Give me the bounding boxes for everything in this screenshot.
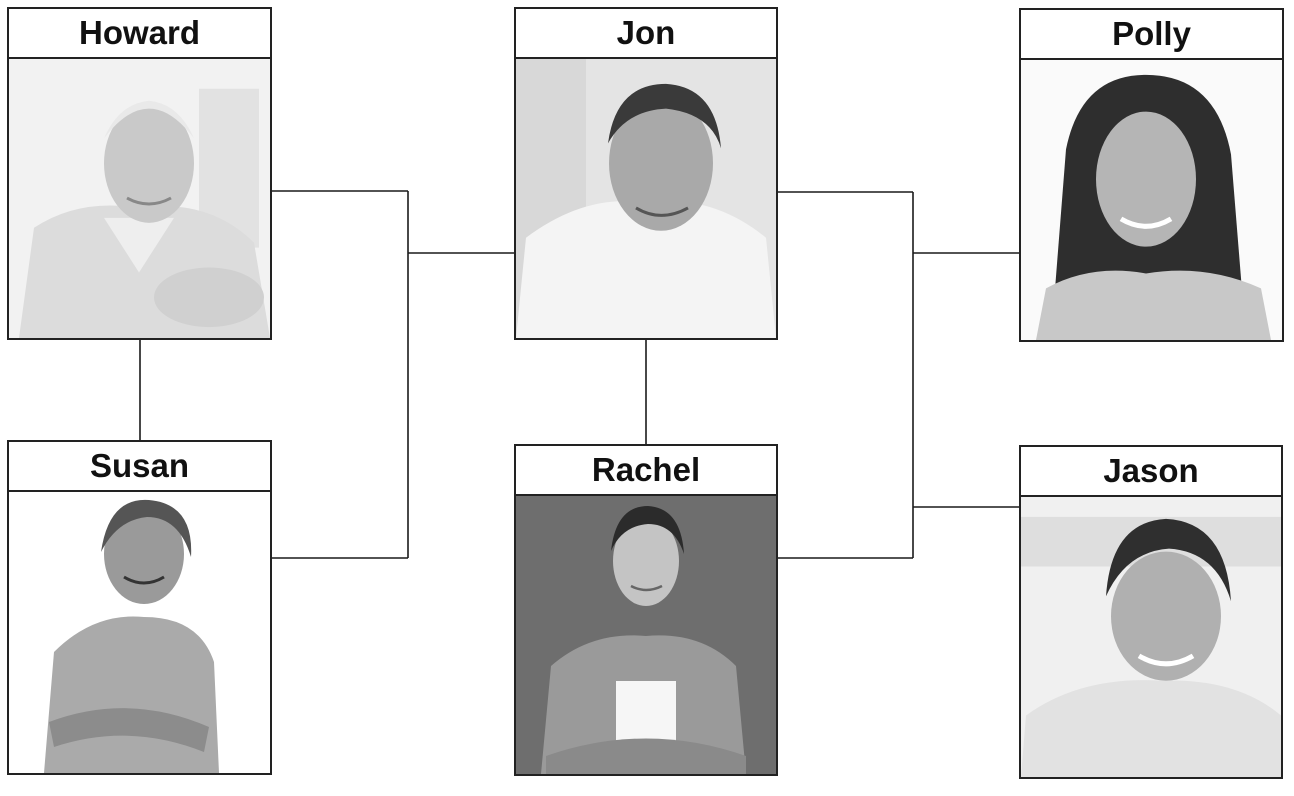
person-name: Jason: [1021, 447, 1281, 497]
person-card-jason: Jason: [1019, 445, 1283, 779]
person-name: Howard: [9, 9, 270, 59]
person-name: Jon: [516, 9, 776, 59]
person-photo: [516, 496, 776, 774]
person-name: Susan: [9, 442, 270, 492]
person-card-rachel: Rachel: [514, 444, 778, 776]
person-photo: [1021, 497, 1281, 777]
person-photo: [9, 492, 270, 773]
person-card-jon: Jon: [514, 7, 778, 340]
person-photo: [516, 59, 776, 338]
person-name: Rachel: [516, 446, 776, 496]
person-photo: [9, 59, 270, 338]
person-card-polly: Polly: [1019, 8, 1284, 342]
person-card-howard: Howard: [7, 7, 272, 340]
person-card-susan: Susan: [7, 440, 272, 775]
person-photo: [1021, 60, 1282, 340]
person-name: Polly: [1021, 10, 1282, 60]
